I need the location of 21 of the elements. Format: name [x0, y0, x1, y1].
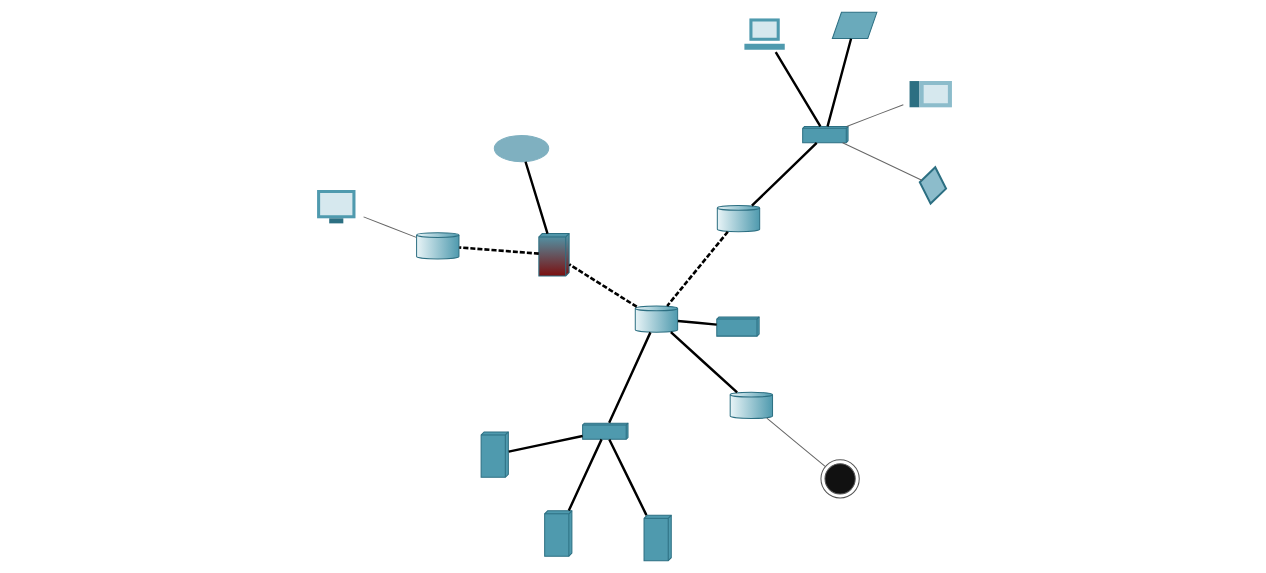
node-picture: [918, 165, 947, 206]
connector: [825, 38, 852, 127]
node-picture: [831, 11, 878, 40]
connector: [523, 161, 549, 234]
connector: [607, 331, 651, 424]
connector: [669, 331, 738, 394]
connector: [841, 142, 922, 181]
connector: [508, 434, 583, 453]
connector: [845, 104, 904, 127]
connector: [458, 246, 539, 255]
connector: [750, 142, 818, 207]
node-cloud: [493, 134, 549, 163]
connector: [568, 263, 637, 308]
connector: [665, 230, 729, 307]
connector: [362, 216, 417, 238]
connector: [774, 51, 821, 127]
connector: [567, 438, 603, 512]
connector: [765, 417, 826, 467]
node-picture: [819, 459, 860, 499]
connector: [677, 319, 717, 326]
connector: [607, 438, 647, 516]
